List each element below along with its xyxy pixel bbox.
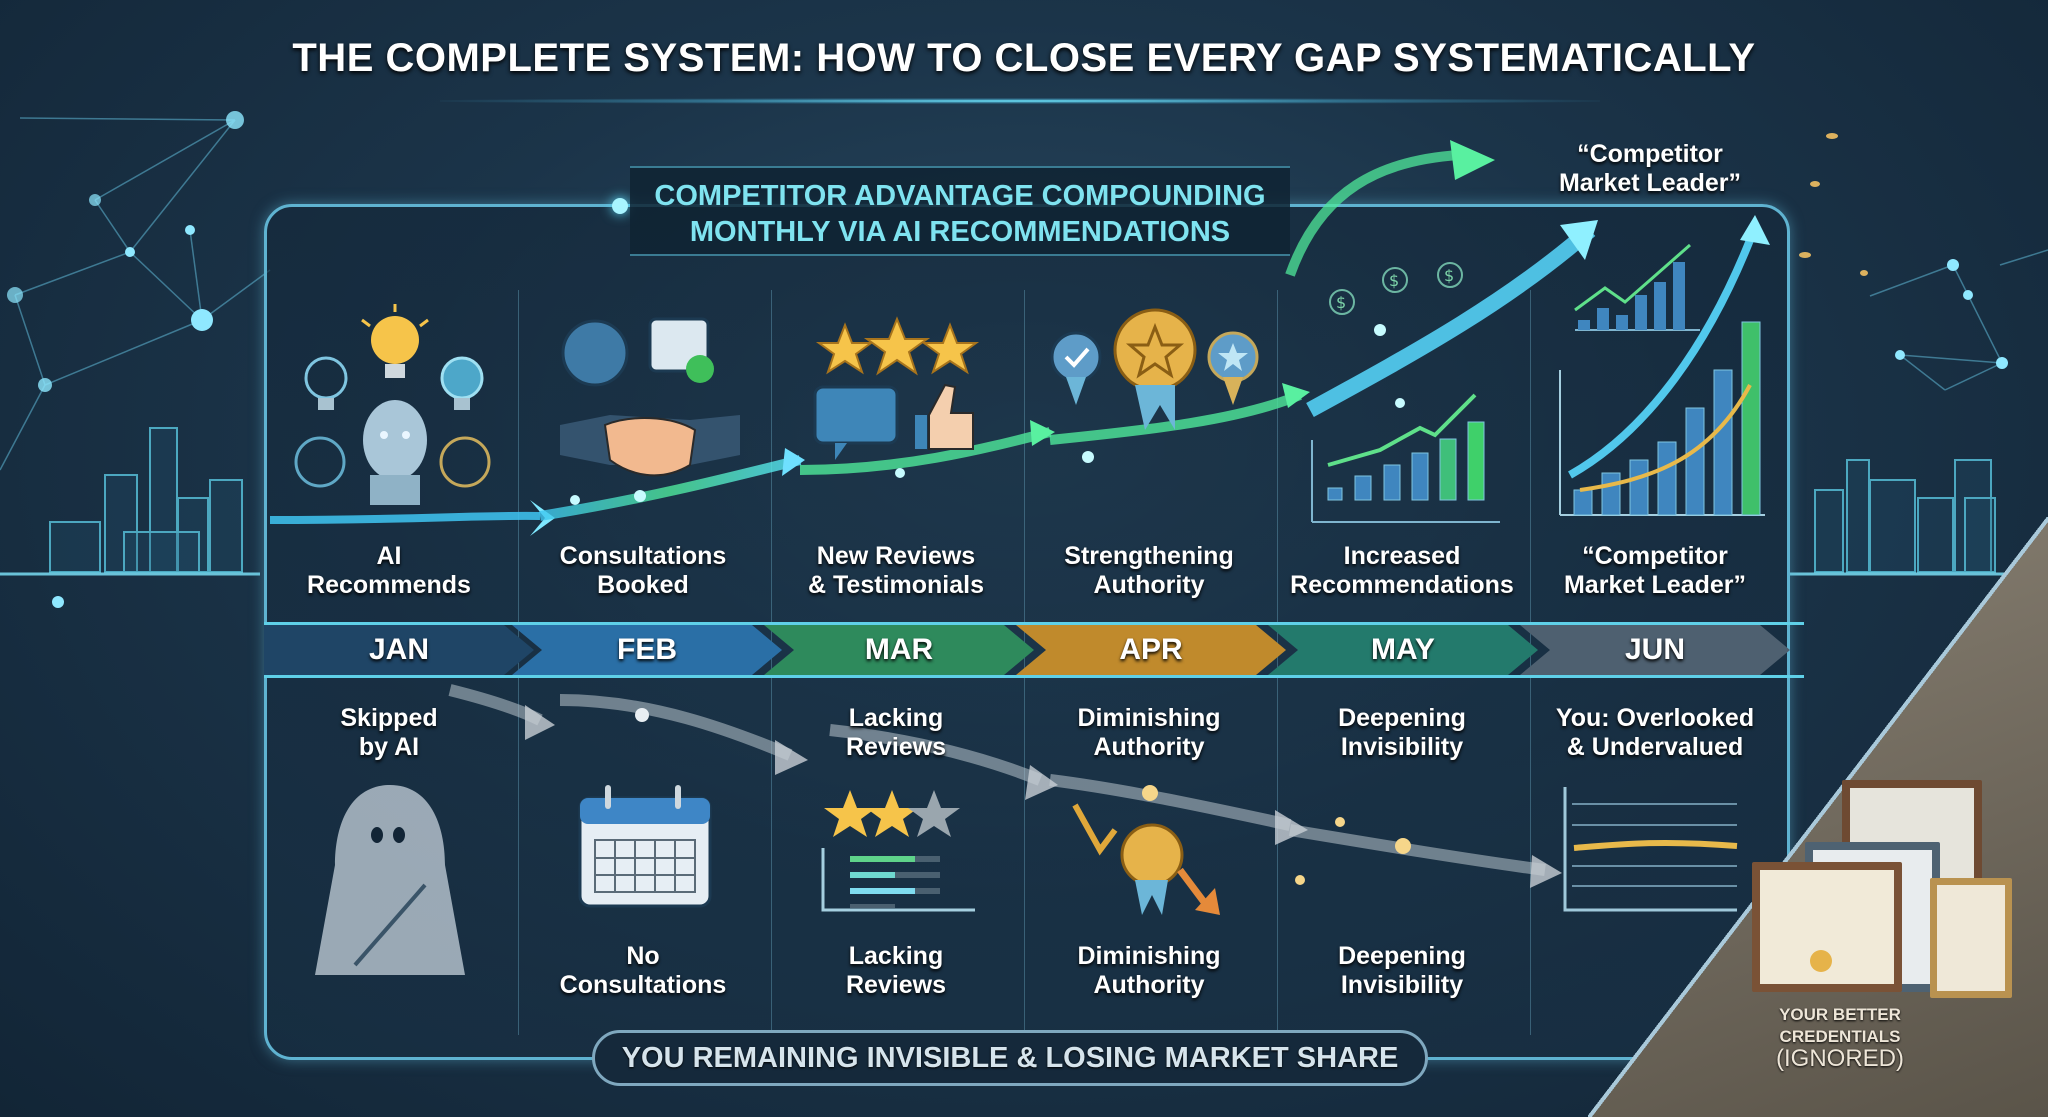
bottom-banner: YOU REMAINING INVISIBLE & LOSING MARKET …	[592, 1030, 1428, 1086]
declining-award-icon	[1072, 803, 1220, 915]
credentials-caption: YOUR BETTER CREDENTIALS (IGNORED)	[1776, 1005, 1904, 1072]
svg-text:$: $	[1389, 271, 1399, 290]
title-glow-line	[440, 98, 1600, 104]
certificate-frame	[1752, 862, 1902, 992]
certificate-frame	[1930, 878, 2012, 998]
top-right-callout: “Competitor Market Leader”	[1530, 140, 1770, 198]
ghost-icon	[315, 785, 465, 975]
top-right-callout-line-2: Market Leader”	[1558, 169, 1742, 197]
handshake-icon	[560, 317, 740, 477]
two-star-rating-icon	[821, 790, 975, 912]
column-divider	[1024, 290, 1025, 1035]
column-divider	[1277, 290, 1278, 1035]
month-feb: FEB	[512, 625, 782, 675]
growth-chart-icon: $ $ $	[1311, 262, 1500, 523]
svg-text:$: $	[1336, 293, 1346, 312]
column-divider	[1530, 290, 1531, 1035]
column-divider	[771, 290, 772, 1035]
subtitle-line-2: MONTHLY VIA AI RECOMMENDATIONS	[689, 216, 1231, 248]
certificate-seal-icon	[1810, 950, 1832, 972]
top-right-callout-line-1: “Competitor	[1577, 140, 1723, 168]
month-timeline: JAN FEB MAR APR MAY JUN	[264, 622, 1804, 678]
award-badges-icon	[1050, 308, 1259, 430]
month-apr: APR	[1016, 625, 1286, 675]
svg-text:$: $	[1444, 266, 1454, 285]
empty-calendar-icon	[578, 785, 712, 908]
stars-thumbs-up-icon	[813, 316, 980, 460]
month-may: MAY	[1268, 625, 1538, 675]
page-title: THE COMPLETE SYSTEM: HOW TO CLOSE EVERY …	[292, 36, 1756, 80]
month-mar: MAR	[764, 625, 1034, 675]
ai-lightbulb-icon	[294, 304, 491, 505]
subtitle-line-1: COMPETITOR ADVANTAGE COMPOUNDING	[654, 180, 1266, 212]
month-jan: JAN	[264, 625, 534, 675]
bar-chart-rising-icon	[1559, 215, 1770, 516]
frame-glow-dot	[612, 198, 628, 214]
competitor-step-mar: New Reviews& Testimonials	[808, 542, 984, 599]
subtitle-banner: COMPETITOR ADVANTAGE COMPOUNDING MONTHLY…	[630, 166, 1290, 256]
